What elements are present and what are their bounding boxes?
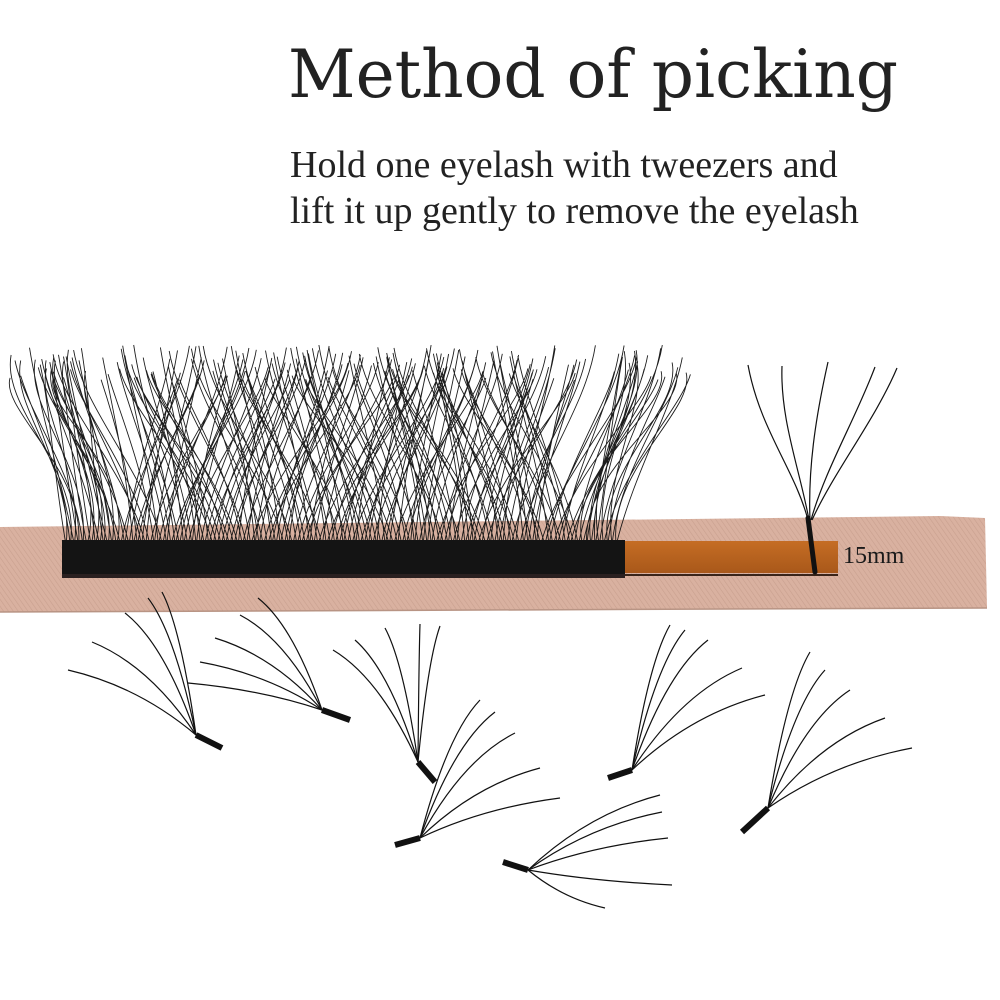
lash-fibers <box>8 344 691 546</box>
instruction-line-2: lift it up gently to remove the eyelash <box>290 190 859 232</box>
tape-strip <box>625 541 838 573</box>
loose-lash-fans <box>67 591 913 909</box>
page-title: Method of picking <box>288 36 898 113</box>
lash-strip-base <box>62 540 625 576</box>
instruction-line-1: Hold one eyelash with tweezers and <box>290 144 838 186</box>
instruction-text: Hold one eyelash with tweezers and lift … <box>290 142 859 234</box>
picked-lash-fan <box>747 361 898 575</box>
lash-length-label: 15mm <box>843 543 905 569</box>
